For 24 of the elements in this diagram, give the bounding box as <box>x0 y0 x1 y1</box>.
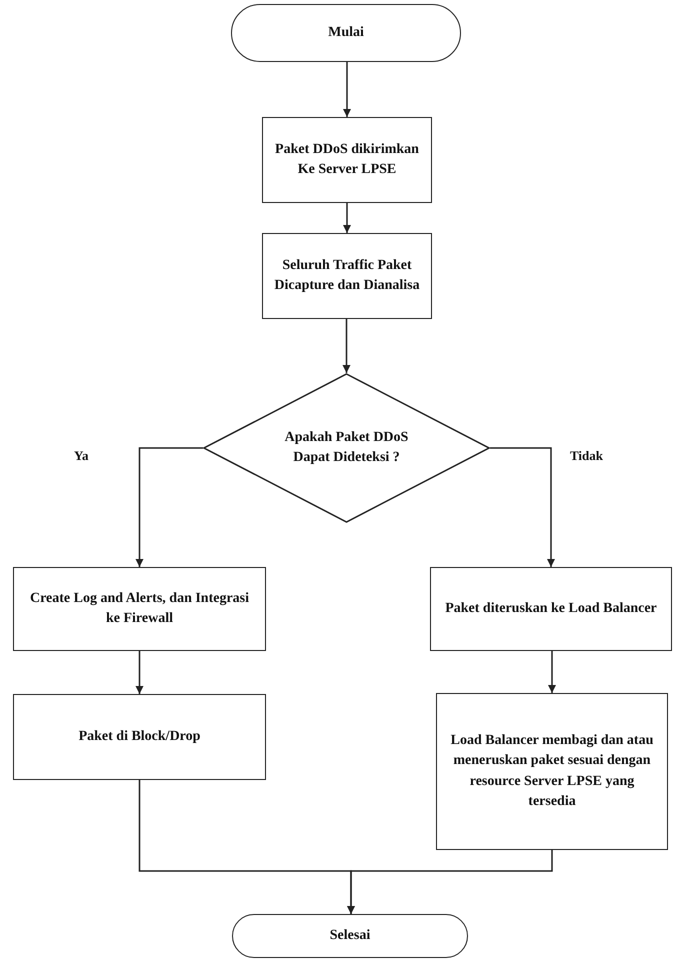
process-box <box>262 117 432 203</box>
terminal-label: Mulai <box>328 24 364 42</box>
arrow <box>347 850 553 914</box>
process-text: Paket DDoS dikirimkan Ke Server LPSE <box>274 140 420 179</box>
terminal-label: Selesai <box>330 926 370 945</box>
arrow <box>342 319 350 373</box>
process-text: Load Balancer membagi dan atau meneruskan paket sesuai dengan resource Server LPSE yang tersedia <box>450 732 654 811</box>
arrow <box>136 651 144 694</box>
arrow <box>548 651 556 693</box>
arrow <box>343 62 351 117</box>
process-text: Seluruh Traffic Paket Dicapture dan Dianalisa <box>273 256 421 295</box>
arrow <box>136 447 203 567</box>
process-text: Paket diteruskan ke Load Balancer <box>445 600 657 618</box>
process-box <box>262 233 432 319</box>
process-text: Create Log and Alerts, dan Integrasi ke Firewall <box>28 590 250 628</box>
decision-text: Apakah Paket DDoS Dapat Dideteksi ? <box>284 428 410 467</box>
arrow <box>490 447 555 567</box>
arrow <box>343 203 351 233</box>
end-terminal <box>232 914 468 958</box>
process-box <box>13 567 266 651</box>
process-box <box>436 693 668 850</box>
process-text: Paket di Block/Drop <box>78 728 200 746</box>
process-box <box>430 567 672 651</box>
process-box <box>13 694 266 780</box>
